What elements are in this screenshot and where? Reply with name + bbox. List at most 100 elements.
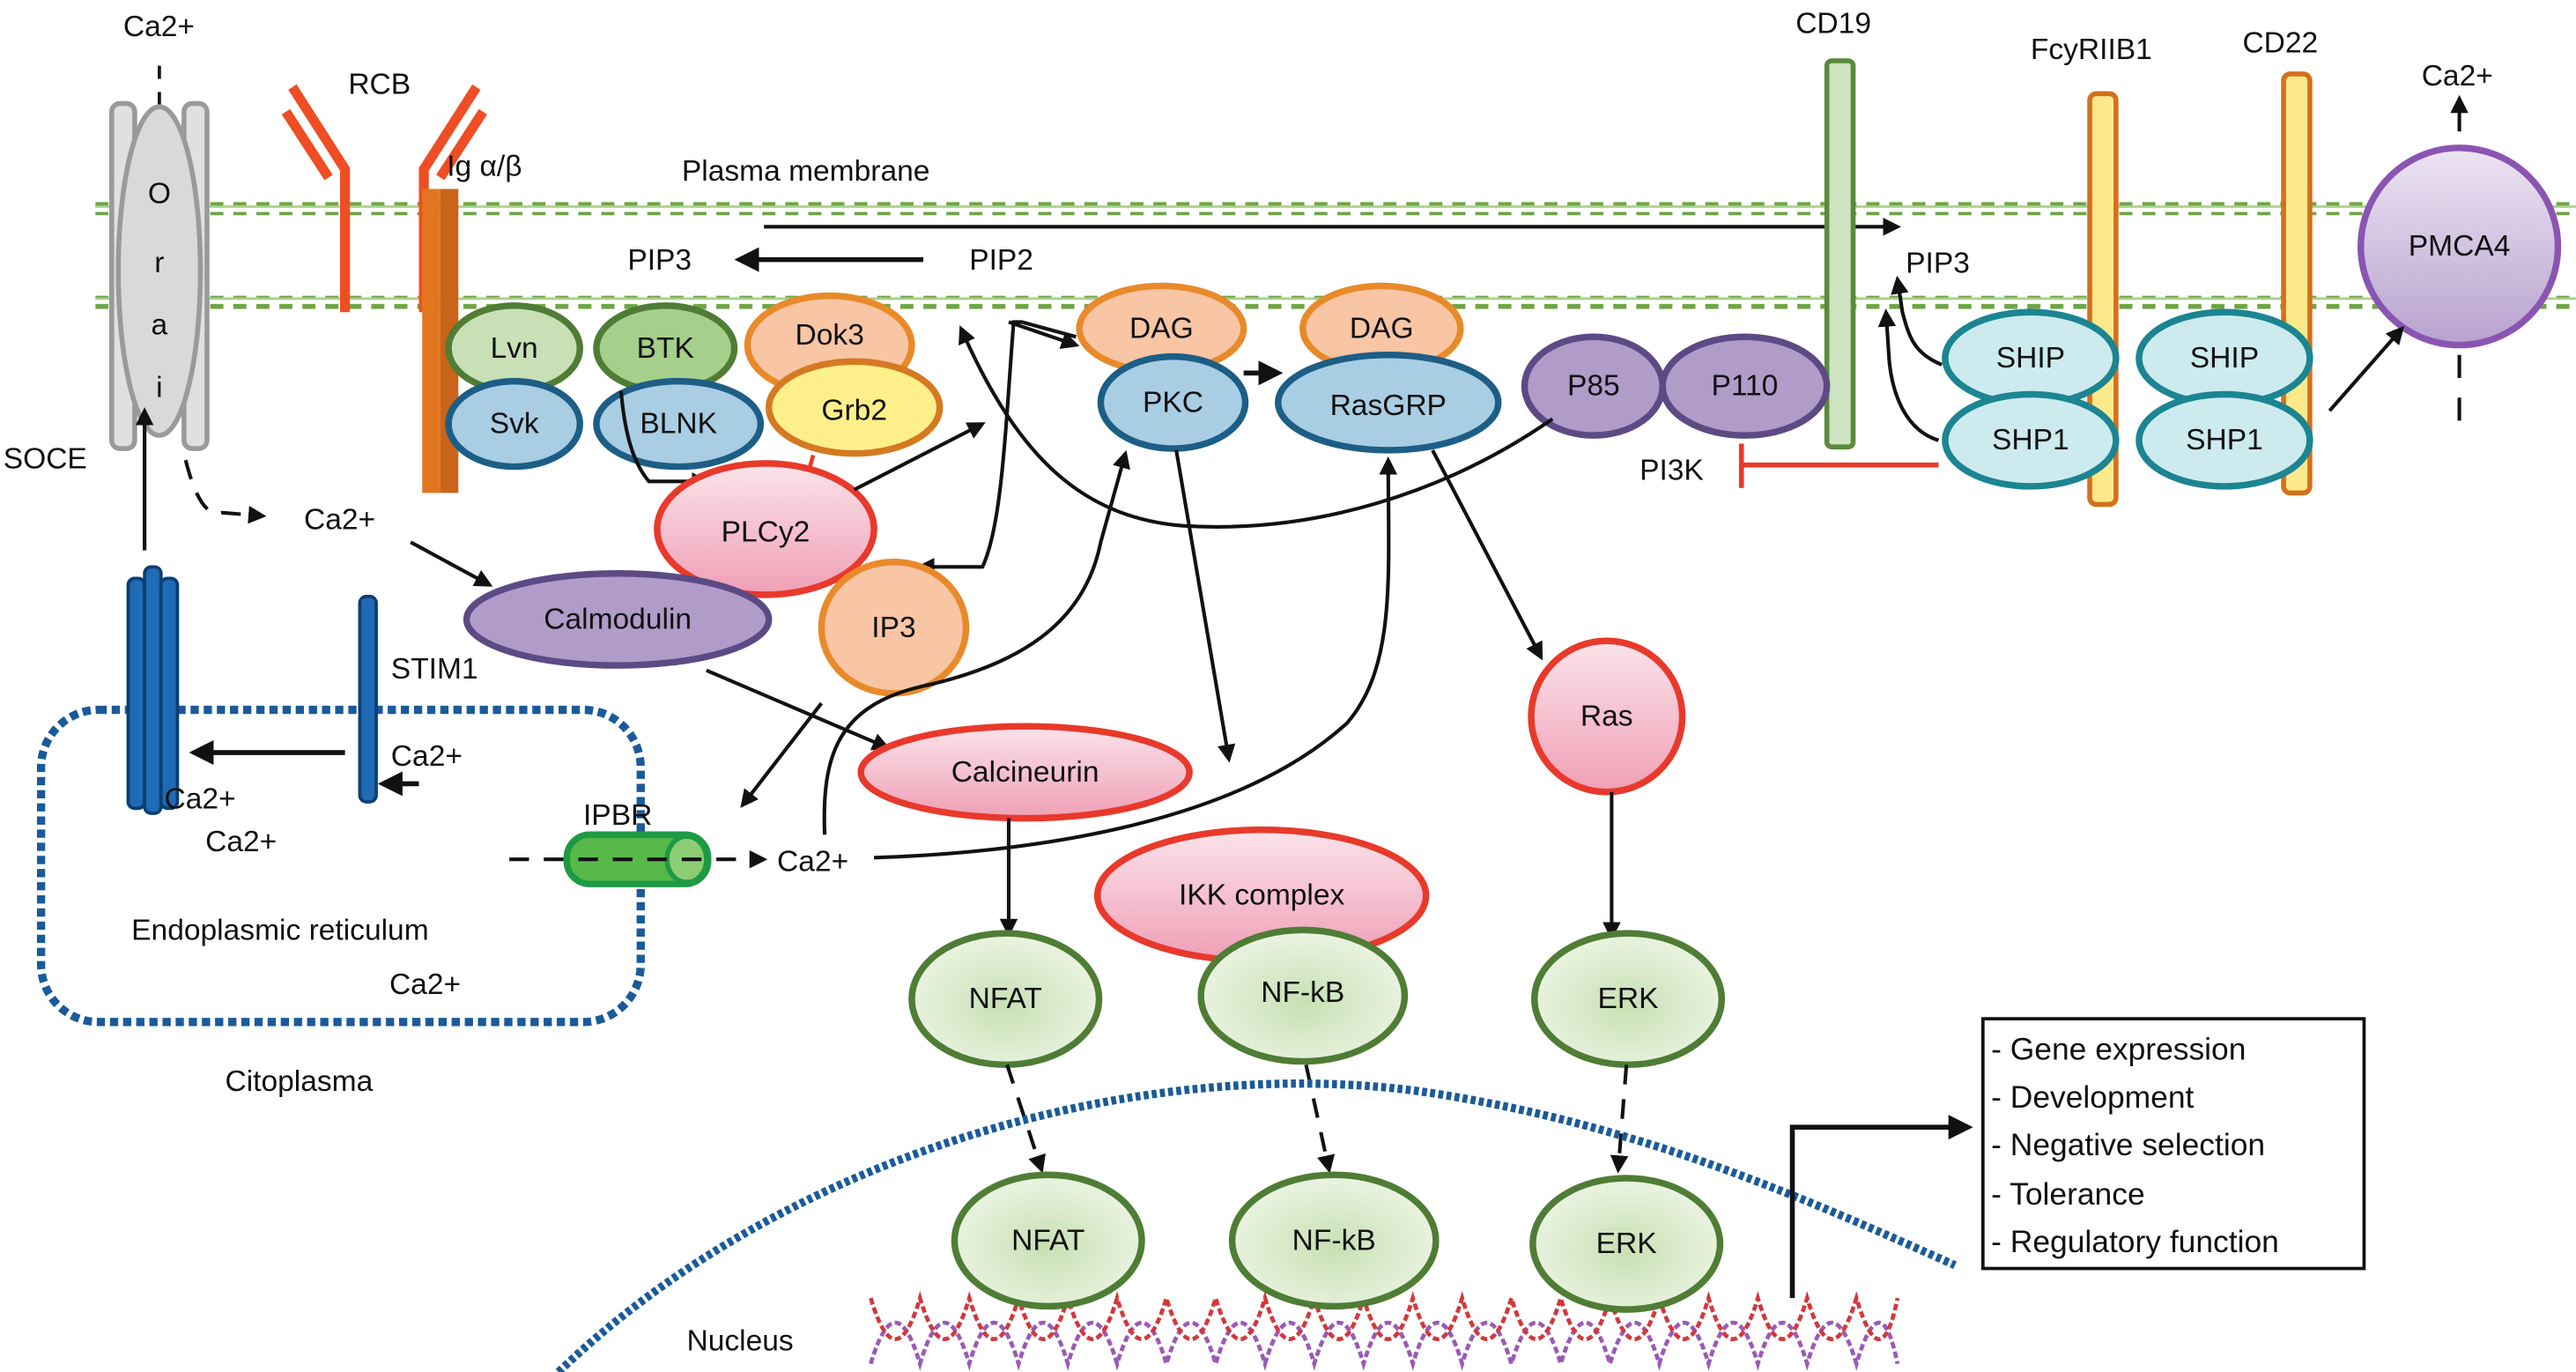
ca-to-calmodulin-arrow [410, 540, 493, 587]
erk-translocation-arrow [1610, 1064, 1629, 1174]
blnk-label: BLNK [640, 408, 717, 441]
nfat-nuclear-label: NFAT [1011, 1224, 1084, 1257]
ca-er-label: Ca2+ [389, 968, 461, 1001]
nfkb-cyto-label: NF-kB [1261, 976, 1344, 1009]
ca-er-label-1: Ca2+ [391, 740, 463, 773]
ca-ipbr-label: Ca2+ [777, 845, 848, 878]
ship-node-1: SHIP [1996, 342, 2065, 375]
ca-er-label-3: Ca2+ [205, 826, 277, 858]
ca-to-rasgrp-arrow [874, 456, 1398, 860]
outcome-item: - Negative selection [1991, 1127, 2265, 1162]
p110-label: P110 [1711, 370, 1778, 403]
plcy2-node [654, 460, 877, 598]
pkc-to-ikk-arrow [1174, 449, 1236, 763]
svk-node [445, 377, 584, 471]
ship-shp1-group [1942, 308, 2313, 490]
calcineurin-label: Calcineurin [951, 756, 1099, 789]
ca-label-top-left: Ca2+ [123, 11, 195, 43]
outcome-item: - Gene expression [1991, 1032, 2246, 1067]
shp1-node-1: SHP1 [1992, 424, 2069, 456]
outcome-item: - Regulatory function [1991, 1224, 2279, 1259]
pmca4-label: PMCA4 [2409, 230, 2511, 263]
pip3-label-right: PIP3 [1906, 248, 1970, 280]
nfat-translocation-arrow [1005, 1064, 1046, 1174]
calmodulin-label: Calmodulin [544, 603, 692, 635]
nfkb-nuclear-label: NF-kB [1292, 1224, 1376, 1257]
fcyriib1-receptor [2087, 91, 2119, 508]
dna-helix [869, 1290, 1900, 1371]
ship-to-pip3-arrow [1891, 275, 1943, 367]
pkc-node [1097, 352, 1249, 452]
outcome-item: - Tolerance [1991, 1176, 2145, 1212]
pi3k-to-pip2-arrow [959, 325, 1554, 529]
btk-to-plcy2-arrow [618, 390, 710, 491]
p110-node [1659, 333, 1831, 439]
p85-label: P85 [1567, 370, 1620, 403]
stim1-label: STIM1 [391, 653, 478, 686]
ca-er-label-2: Ca2+ [164, 782, 235, 815]
cd22-label: CD22 [2242, 27, 2318, 60]
orai-letter: a [152, 309, 168, 342]
nfkb-cyto-node [1197, 926, 1409, 1065]
er-label: Endoplasmic reticulum [131, 915, 428, 947]
pip2-to-ip3-arrow [916, 320, 1077, 576]
outcomes-box: - Gene expression - Development - Negati… [1980, 1017, 2366, 1271]
gene-expression-output-arrow [1789, 1115, 1973, 1299]
grb2-node [765, 358, 944, 457]
stim1-protein [358, 595, 378, 804]
erk-nuclear-label: ERK [1596, 1227, 1657, 1260]
plcy2-to-pip2-arrow [853, 422, 986, 492]
pmca4-node [2357, 145, 2562, 349]
nfat-cyto-label: NFAT [969, 983, 1042, 1015]
ras-node [1528, 637, 1686, 796]
blnk-node [593, 377, 765, 471]
membrane-outer-leaflet [95, 202, 2576, 216]
pkc-label: PKC [1143, 386, 1203, 419]
orai-ca-influx-arrow [183, 459, 267, 524]
dok3-label: Dok3 [796, 319, 864, 352]
rasgrp-to-ras-arrow [1431, 449, 1543, 661]
ca-cytosol-label: Ca2+ [304, 503, 375, 536]
nfat-nuclear-node [951, 1171, 1145, 1310]
orai-letter: O [148, 178, 171, 211]
svk-label: Svk [490, 408, 539, 441]
pip2-to-dag-arrow [1008, 320, 1080, 349]
ig-alpha-beta-label: Ig α/β [447, 151, 522, 183]
pi3k-label: PI3K [1640, 454, 1704, 486]
erk-cyto-node [1530, 930, 1726, 1069]
fcyriib1-label: FcyRIIB1 [2031, 33, 2152, 66]
btk-label: BTK [637, 332, 694, 365]
grb2-label: Grb2 [821, 395, 887, 427]
ship-node-2: SHIP [2190, 342, 2259, 375]
calmodulin-to-calcineurin-arrow [706, 668, 891, 751]
rasgrp-label: RasGRP [1330, 389, 1447, 422]
shp1-node-2: SHP1 [2186, 424, 2263, 456]
dag-label-1: DAG [1129, 312, 1194, 345]
ca-label-top-right: Ca2+ [2422, 60, 2493, 93]
outcome-item: - Development [1991, 1079, 2194, 1115]
ca-to-pkc-arrow [822, 449, 1130, 835]
cd22-to-pmca4-arrow [2328, 325, 2405, 412]
rasgrp-node [1275, 352, 1502, 454]
plasma-membrane-label: Plasma membrane [682, 155, 930, 188]
orai-letter: r [154, 247, 164, 279]
erk-cyto-label: ERK [1598, 983, 1659, 1015]
cd19-receptor [1824, 58, 1856, 449]
nfat-cyto-node [908, 930, 1103, 1069]
ip3-to-ipbr-arrow [740, 701, 824, 808]
ipbr-label: IPBR [583, 799, 652, 832]
plcy2-label: PLCy2 [722, 516, 811, 549]
nfkb-nuclear-node [1228, 1171, 1440, 1310]
erk-nuclear-node [1529, 1175, 1724, 1313]
pip2-label: PIP2 [969, 244, 1033, 277]
nuclear-membrane [555, 1079, 1958, 1372]
pip3-label-left: PIP3 [627, 244, 692, 277]
orai-channel [109, 65, 210, 451]
ikk-complex-label: IKK complex [1179, 879, 1345, 912]
orai-letter: i [156, 372, 162, 404]
soce-label: SOCE [4, 442, 87, 475]
calmodulin-node [463, 570, 773, 669]
orai-er-channel [126, 565, 180, 815]
calcineurin-node [857, 723, 1193, 822]
